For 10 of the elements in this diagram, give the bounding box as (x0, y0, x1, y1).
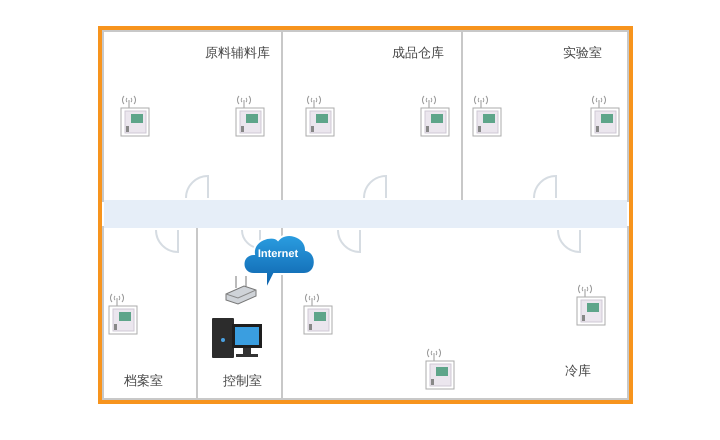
room-label: 成品仓库 (392, 45, 444, 62)
room-label: 原料辅料库 (205, 45, 270, 62)
room-area (461, 30, 629, 202)
corridor-floor (104, 200, 627, 228)
cloud-label: Internet (256, 248, 300, 260)
room-label: 冷库 (565, 363, 591, 380)
room-label: 实验室 (563, 45, 602, 62)
room-area (102, 30, 283, 202)
room-label: 档案室 (124, 373, 163, 390)
room-label: 控制室 (223, 373, 262, 390)
